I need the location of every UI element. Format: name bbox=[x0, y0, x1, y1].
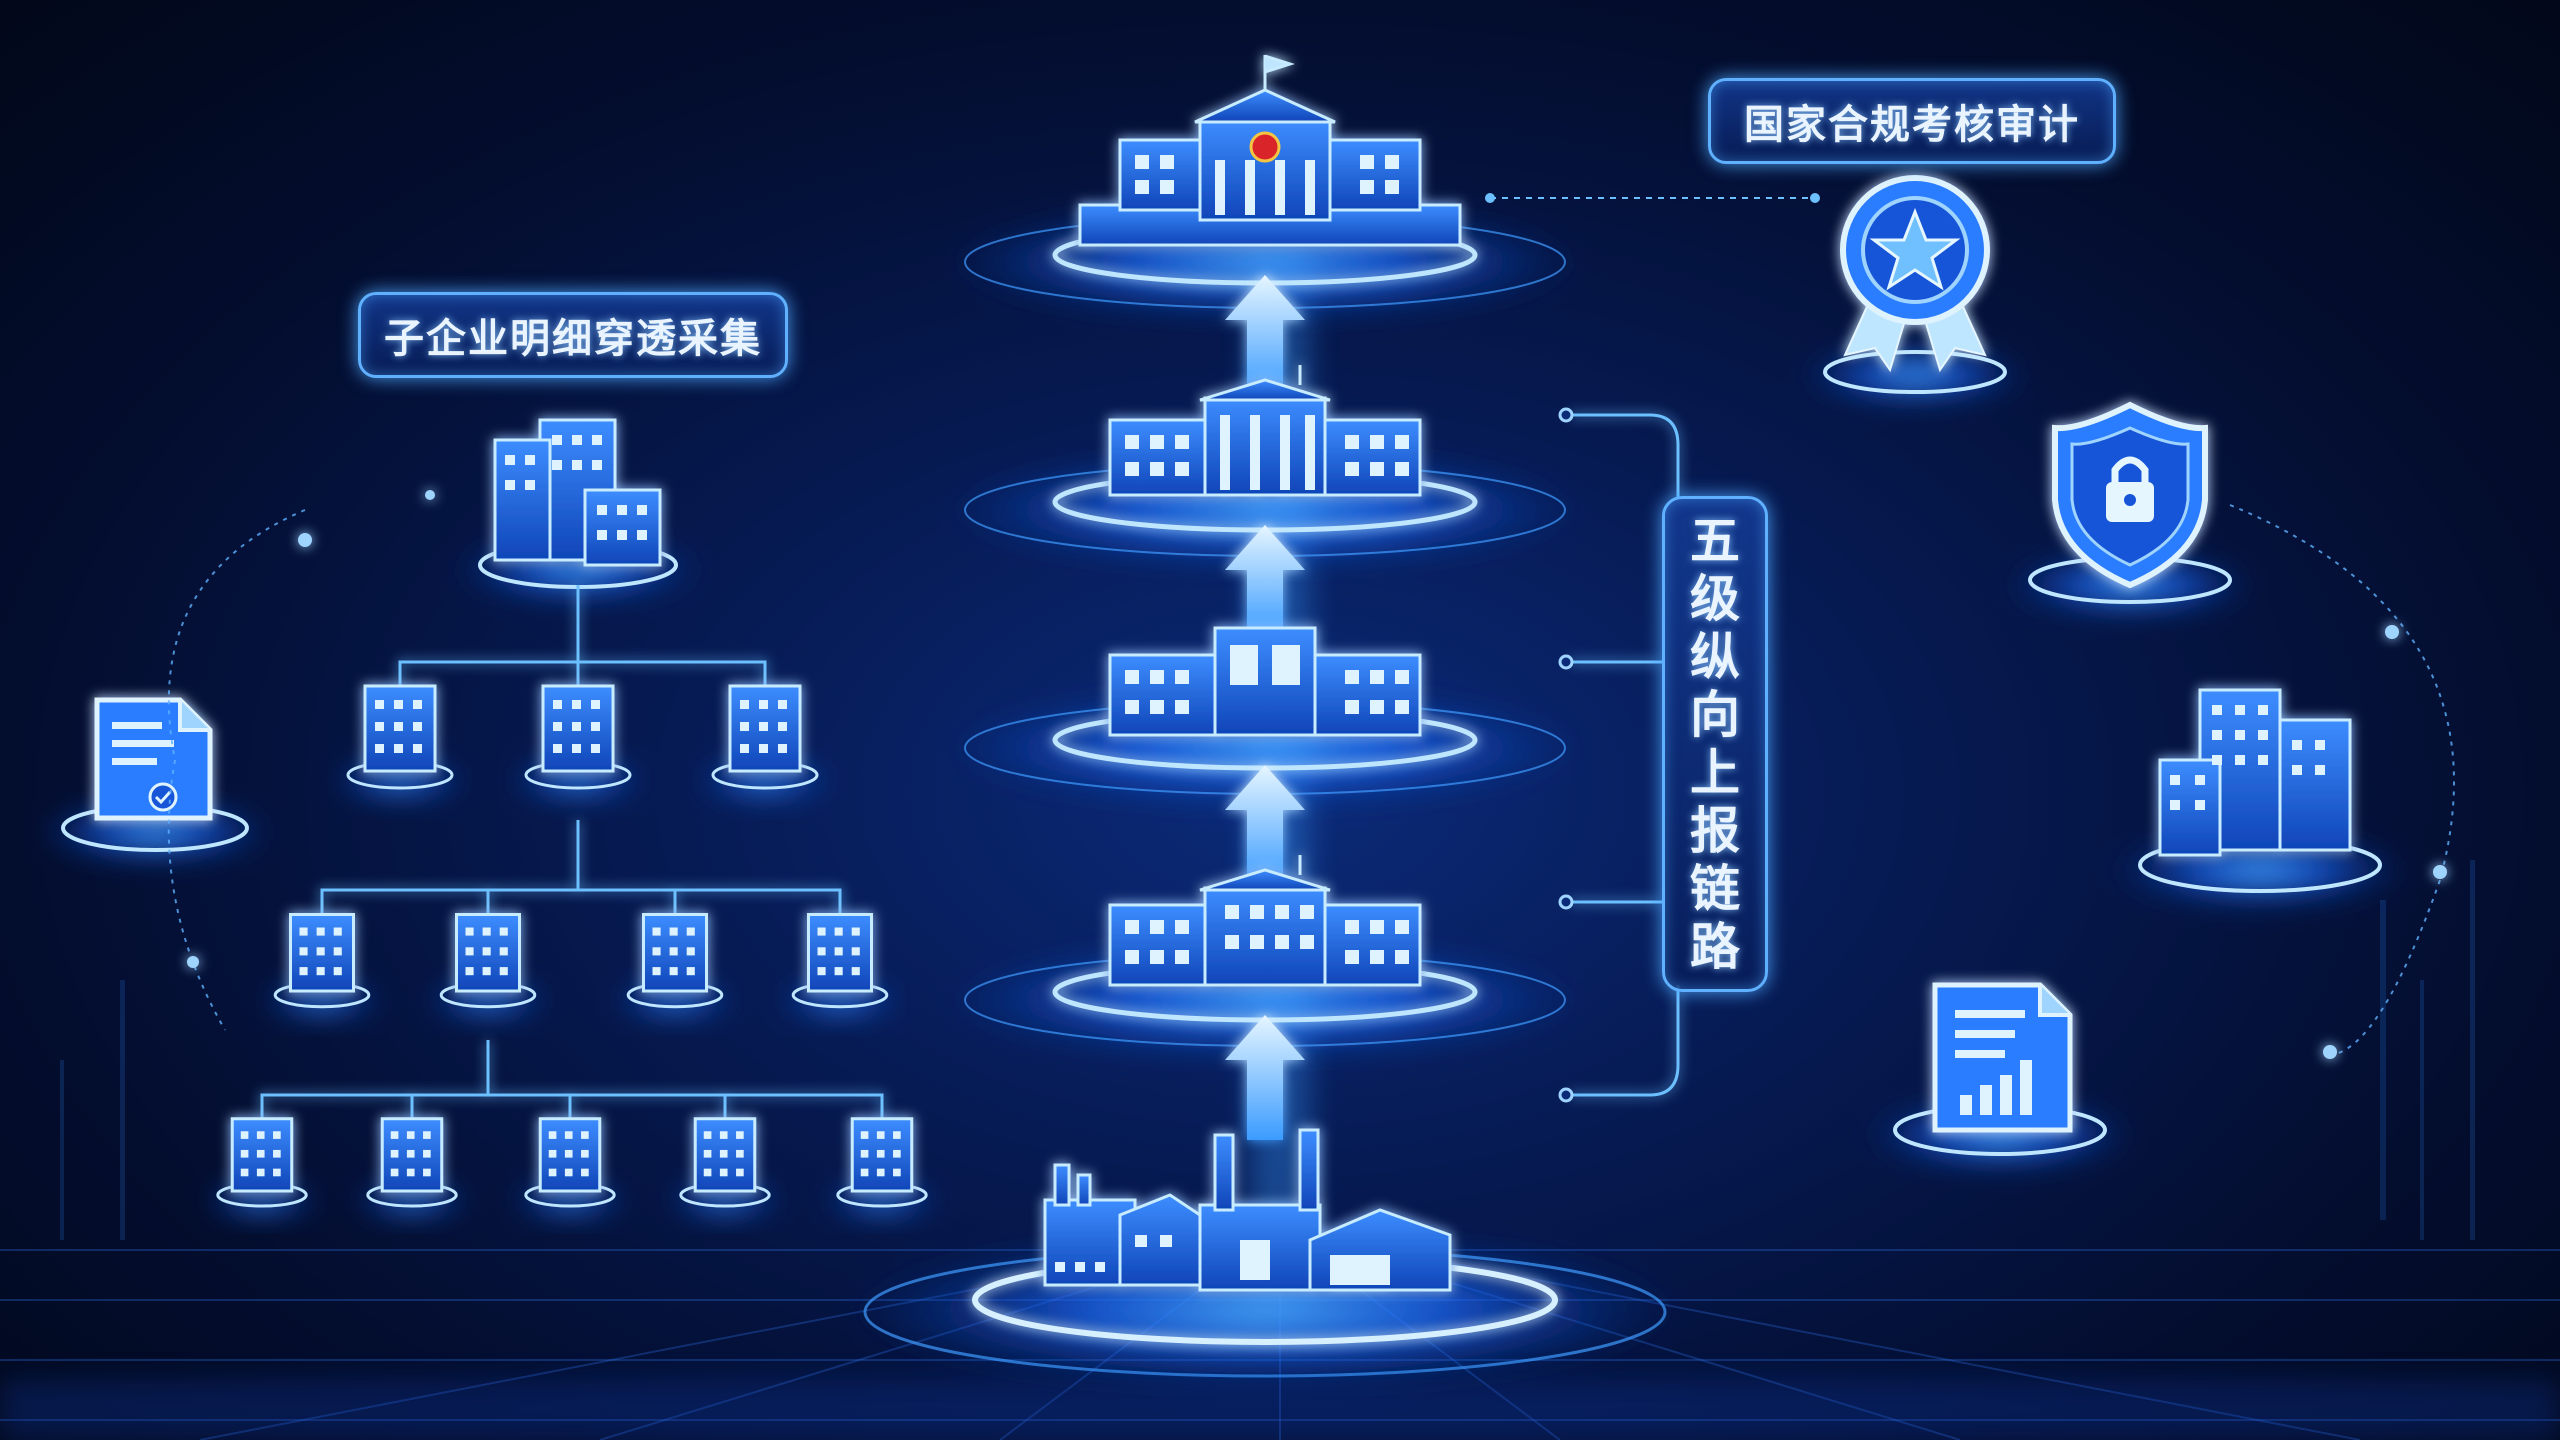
security-shield-lock-icon bbox=[2052, 401, 2208, 589]
factory-icon bbox=[1043, 1128, 1452, 1292]
chain-char: 级 bbox=[1690, 571, 1740, 627]
chain-nodes bbox=[1558, 407, 1574, 1103]
subsidiary-collection-label: 子企业明细穿透采集 bbox=[358, 292, 788, 378]
audit-connector bbox=[1485, 193, 1820, 203]
subsidiary-building-icon bbox=[202, 1117, 322, 1217]
enterprise-buildings-icon bbox=[2158, 688, 2352, 857]
subsidiary-building-icon bbox=[425, 913, 551, 1018]
subsidiary-building-icon bbox=[695, 684, 835, 800]
upward-arrows bbox=[1225, 275, 1305, 1140]
subsidiary-building-icon bbox=[330, 684, 470, 800]
national-emblem-icon bbox=[1249, 131, 1281, 163]
document-check-icon bbox=[94, 697, 213, 821]
right-orbit-arc bbox=[2229, 504, 2455, 1056]
office-building-icon bbox=[1108, 626, 1422, 737]
subsidiary-building-icon bbox=[352, 1117, 472, 1217]
award-medal-icon bbox=[1840, 175, 1990, 373]
subsidiary-building-icon bbox=[259, 913, 385, 1018]
five-level-chain-label: 五 级 纵 向 上 报 链 路 bbox=[1662, 496, 1768, 992]
enterprise-buildings-icon bbox=[493, 418, 662, 567]
arrow-up-icon bbox=[1225, 525, 1305, 635]
arrow-up-icon bbox=[1225, 275, 1305, 395]
office-building-icon bbox=[1108, 365, 1422, 497]
left-orbit-dots bbox=[187, 490, 435, 968]
chain-char: 链 bbox=[1690, 861, 1740, 917]
national-audit-label: 国家合规考核审计 bbox=[1708, 78, 2116, 164]
subsidiary-building-icon bbox=[612, 913, 738, 1018]
subsidiary-building-icon bbox=[508, 684, 648, 800]
subsidiary-building-icon bbox=[777, 913, 903, 1018]
tree-connectors bbox=[260, 585, 884, 1145]
chain-bracket bbox=[1570, 413, 1680, 1097]
chain-char: 向 bbox=[1690, 687, 1740, 743]
right-orbit-dots bbox=[2323, 625, 2447, 1059]
chain-char: 五 bbox=[1690, 513, 1740, 569]
subsidiary-building-icon bbox=[510, 1117, 630, 1217]
arrow-up-icon bbox=[1225, 765, 1305, 885]
chain-char: 上 bbox=[1690, 745, 1740, 801]
office-building-icon bbox=[1108, 855, 1422, 987]
subsidiary-building-icon bbox=[822, 1117, 942, 1217]
subsidiary-building-icon bbox=[665, 1117, 785, 1217]
light-stripes bbox=[60, 860, 2475, 1240]
chain-char: 路 bbox=[1690, 919, 1740, 975]
report-chart-icon bbox=[1932, 982, 2073, 1133]
subsidiary-nodes bbox=[202, 684, 942, 1217]
arrow-up-icon bbox=[1225, 1015, 1305, 1140]
chain-char: 报 bbox=[1690, 803, 1740, 859]
award-medal-pad bbox=[1800, 345, 2030, 405]
chain-char: 纵 bbox=[1690, 629, 1740, 685]
